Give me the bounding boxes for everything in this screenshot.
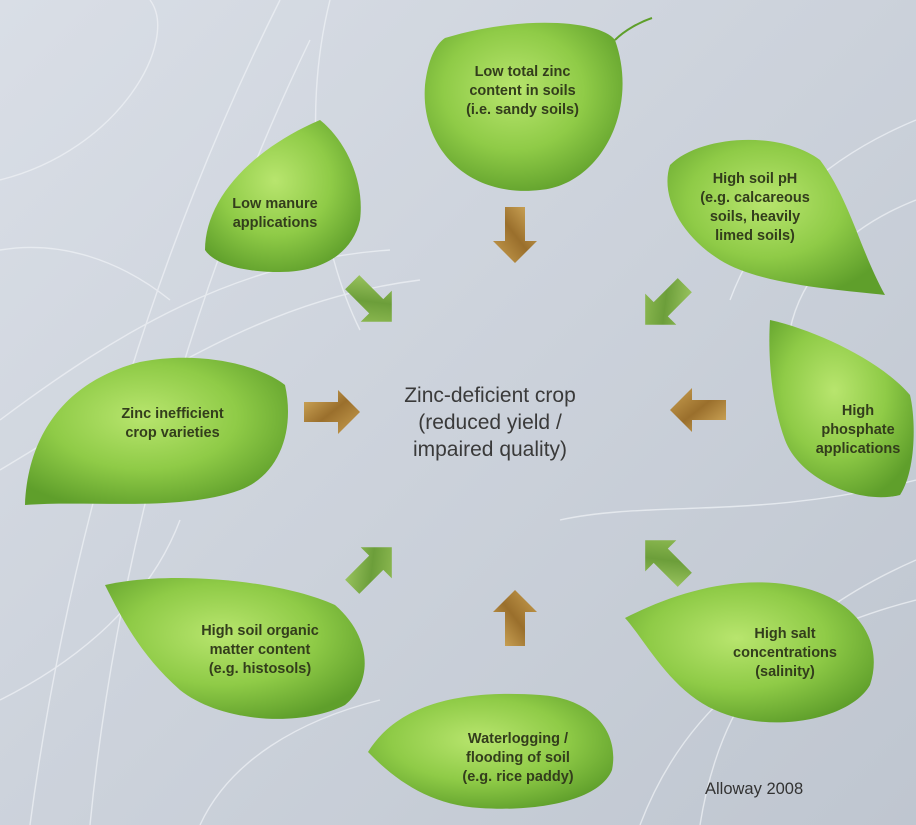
arrow-from-left: [304, 390, 360, 434]
arrow-from-top-left: [345, 275, 392, 322]
leaf-high-soil-ph: [667, 139, 885, 295]
factor-label-low-manure: Low manure applications: [232, 196, 318, 231]
arrow-from-bottom: [493, 590, 537, 646]
arrow-from-bottom-right: [645, 540, 692, 587]
factor-label-high-phosphate: High phosphate applications: [815, 403, 901, 457]
center-zinc-deficient-crop: Zinc-deficient crop (reduced yield / imp…: [404, 384, 576, 461]
leaf-waterlogging: [368, 693, 614, 809]
leaf-high-phosphate: [769, 320, 914, 498]
leaf-high-organic-matter: [105, 577, 365, 719]
arrow-from-bottom-left: [345, 547, 392, 594]
factor-label-zinc-inefficient-varieties: Zinc inefficient crop varieties: [121, 406, 224, 441]
leaf-high-salt: [625, 582, 874, 723]
factor-label-high-organic-matter: High soil organic matter content (e.g. h…: [201, 623, 319, 677]
arrow-from-right: [670, 388, 726, 432]
factor-label-high-soil-ph: High soil pH (e.g. calcareous soils, hea…: [700, 171, 810, 244]
factor-label-high-salt: High salt concentrations (salinity): [733, 626, 837, 680]
leaf-low-manure: [205, 120, 361, 272]
arrow-down-from-top: [493, 207, 537, 263]
factor-label-low-total-zinc: Low total zinc content in soils (i.e. sa…: [466, 64, 579, 118]
citation: Alloway 2008: [705, 780, 804, 798]
leaf-low-total-zinc: [424, 17, 653, 191]
arrow-from-top-right: [645, 278, 692, 325]
leaf-zinc-inefficient-varieties: [25, 357, 288, 505]
factor-label-waterlogging: Waterlogging / flooding of soil (e.g. ri…: [462, 731, 574, 785]
